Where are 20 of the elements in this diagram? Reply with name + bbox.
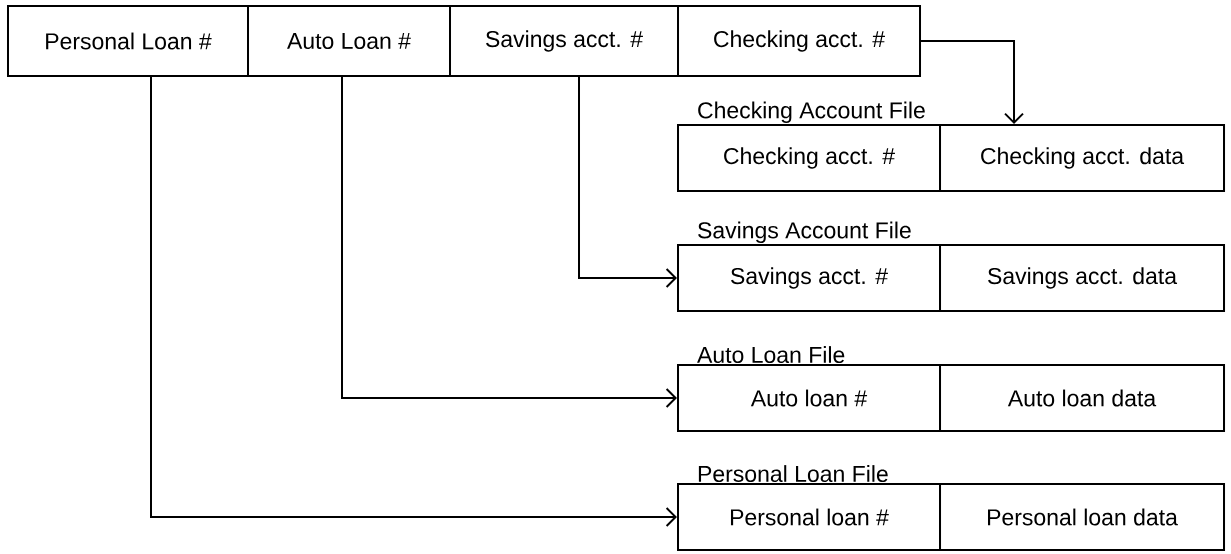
arrow [578, 76, 677, 288]
field-cell: Checking acct. data [939, 124, 1225, 192]
field-cell: Auto Loan # [247, 5, 451, 77]
node-label: Savings Account File [698, 221, 911, 243]
field-cell: Savings acct. # [449, 5, 679, 77]
field-cell: Savings acct. data [939, 244, 1225, 312]
node-label: Auto Loan File [697, 346, 845, 363]
field-cell: Checking acct. # [677, 5, 921, 77]
field-cell: Auto loan # [677, 364, 941, 432]
arrow [920, 40, 1024, 124]
node-label: Personal Loan File [698, 465, 888, 482]
arrow [341, 76, 677, 408]
field-cell: Checking acct. # [677, 124, 941, 192]
arrow [150, 76, 677, 527]
field-cell: Auto loan data [939, 364, 1225, 432]
field-cell: Savings acct. # [677, 244, 941, 312]
field-cell: Personal loan # [677, 483, 941, 551]
field-cell: Personal Loan # [7, 5, 249, 77]
node-label: Checking Account File [698, 101, 925, 123]
field-cell: Personal loan data [939, 483, 1225, 551]
